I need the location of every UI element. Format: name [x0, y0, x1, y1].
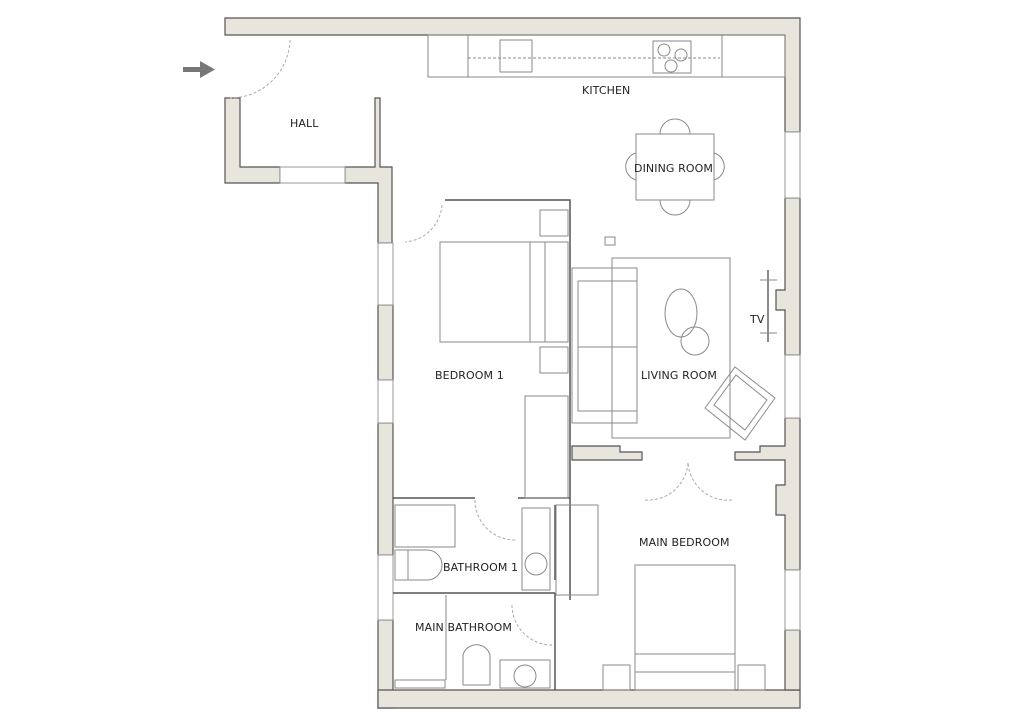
room-label-dining-room: DINING ROOM — [634, 162, 713, 175]
partitions — [393, 199, 571, 690]
room-label-living-room: LIVING ROOM — [641, 369, 717, 382]
sink — [499, 39, 533, 73]
door-swings — [229, 39, 733, 646]
room-label-hall: HALL — [290, 117, 319, 130]
tv-label: TV — [750, 313, 765, 326]
room-label-main-bedroom: MAIN BEDROOM — [639, 536, 730, 549]
room-label-kitchen: KITCHEN — [582, 84, 631, 97]
stove — [652, 40, 692, 74]
room-label-bathroom-1: BATHROOM 1 — [443, 561, 519, 574]
walls — [224, 17, 801, 709]
room-label-bedroom-1: BEDROOM 1 — [435, 369, 504, 382]
arrow-right-icon — [183, 61, 215, 78]
furniture — [394, 34, 786, 691]
room-label-main-bathroom: MAIN BATHROOM — [415, 621, 512, 634]
windows — [279, 131, 801, 631]
